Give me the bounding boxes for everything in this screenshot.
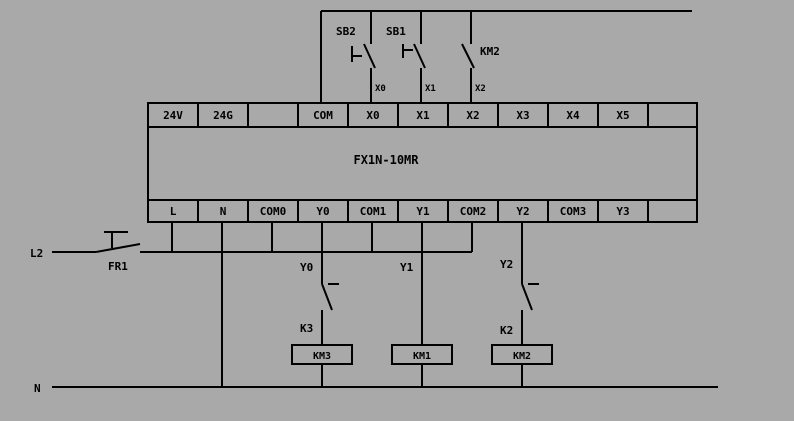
x2-wire-label: X2 — [475, 84, 486, 94]
terminal-com: COM — [313, 109, 333, 122]
terminal-l: L — [170, 205, 177, 218]
terminal-com1: COM1 — [360, 205, 387, 218]
coil-km1-label: KM1 — [413, 351, 431, 362]
terminal-x1: X1 — [416, 109, 430, 122]
k2-contact — [521, 283, 533, 311]
coil-km3-label: KM3 — [313, 351, 331, 362]
x1-wire-label: X1 — [425, 84, 436, 94]
terminal-n: N — [220, 205, 227, 218]
terminal-com0: COM0 — [260, 205, 287, 218]
terminal-y2: Y2 — [516, 205, 529, 218]
output-wiring — [52, 222, 718, 388]
terminal-x5: X5 — [616, 109, 629, 122]
neutral-label: N — [34, 382, 41, 395]
fr1-contact — [95, 243, 141, 253]
sb2-label: SB2 — [336, 25, 356, 38]
x0-wire-label: X0 — [375, 84, 386, 94]
terminal-y1: Y1 — [416, 205, 430, 218]
input-wiring — [320, 10, 692, 103]
terminal-x4: X4 — [566, 109, 580, 122]
plc-model-label: FX1N-10MR — [353, 153, 419, 167]
terminal-x3: X3 — [516, 109, 529, 122]
k3-contact — [321, 283, 333, 311]
fr1-label: FR1 — [108, 260, 128, 273]
terminal-com3: COM3 — [560, 205, 587, 218]
sb2-contact — [363, 43, 376, 69]
coil-km2-label: KM2 — [513, 351, 531, 362]
sb2-pushbutton-actuator — [351, 46, 362, 62]
terminal-x2: X2 — [466, 109, 479, 122]
y1-branch-label: Y1 — [400, 261, 414, 274]
km2-contact — [461, 43, 475, 69]
y0-branch-label: Y0 — [300, 261, 313, 274]
terminal-24g: 24G — [213, 109, 233, 122]
sb1-label: SB1 — [386, 25, 406, 38]
fr1-thermal-actuator — [104, 231, 128, 248]
terminal-x0: X0 — [366, 109, 379, 122]
terminal-y0: Y0 — [316, 205, 329, 218]
km2-aux-label: KM2 — [480, 45, 500, 58]
sb1-contact — [413, 43, 426, 69]
y2-branch-label: Y2 — [500, 258, 513, 271]
k3-label: K3 — [300, 322, 313, 335]
terminal-com2: COM2 — [460, 205, 487, 218]
sb1-pushbutton-actuator — [402, 44, 413, 58]
k2-label: K2 — [500, 324, 513, 337]
terminal-y3: Y3 — [616, 205, 629, 218]
l2-label: L2 — [30, 247, 43, 260]
terminal-24v: 24V — [163, 109, 183, 122]
